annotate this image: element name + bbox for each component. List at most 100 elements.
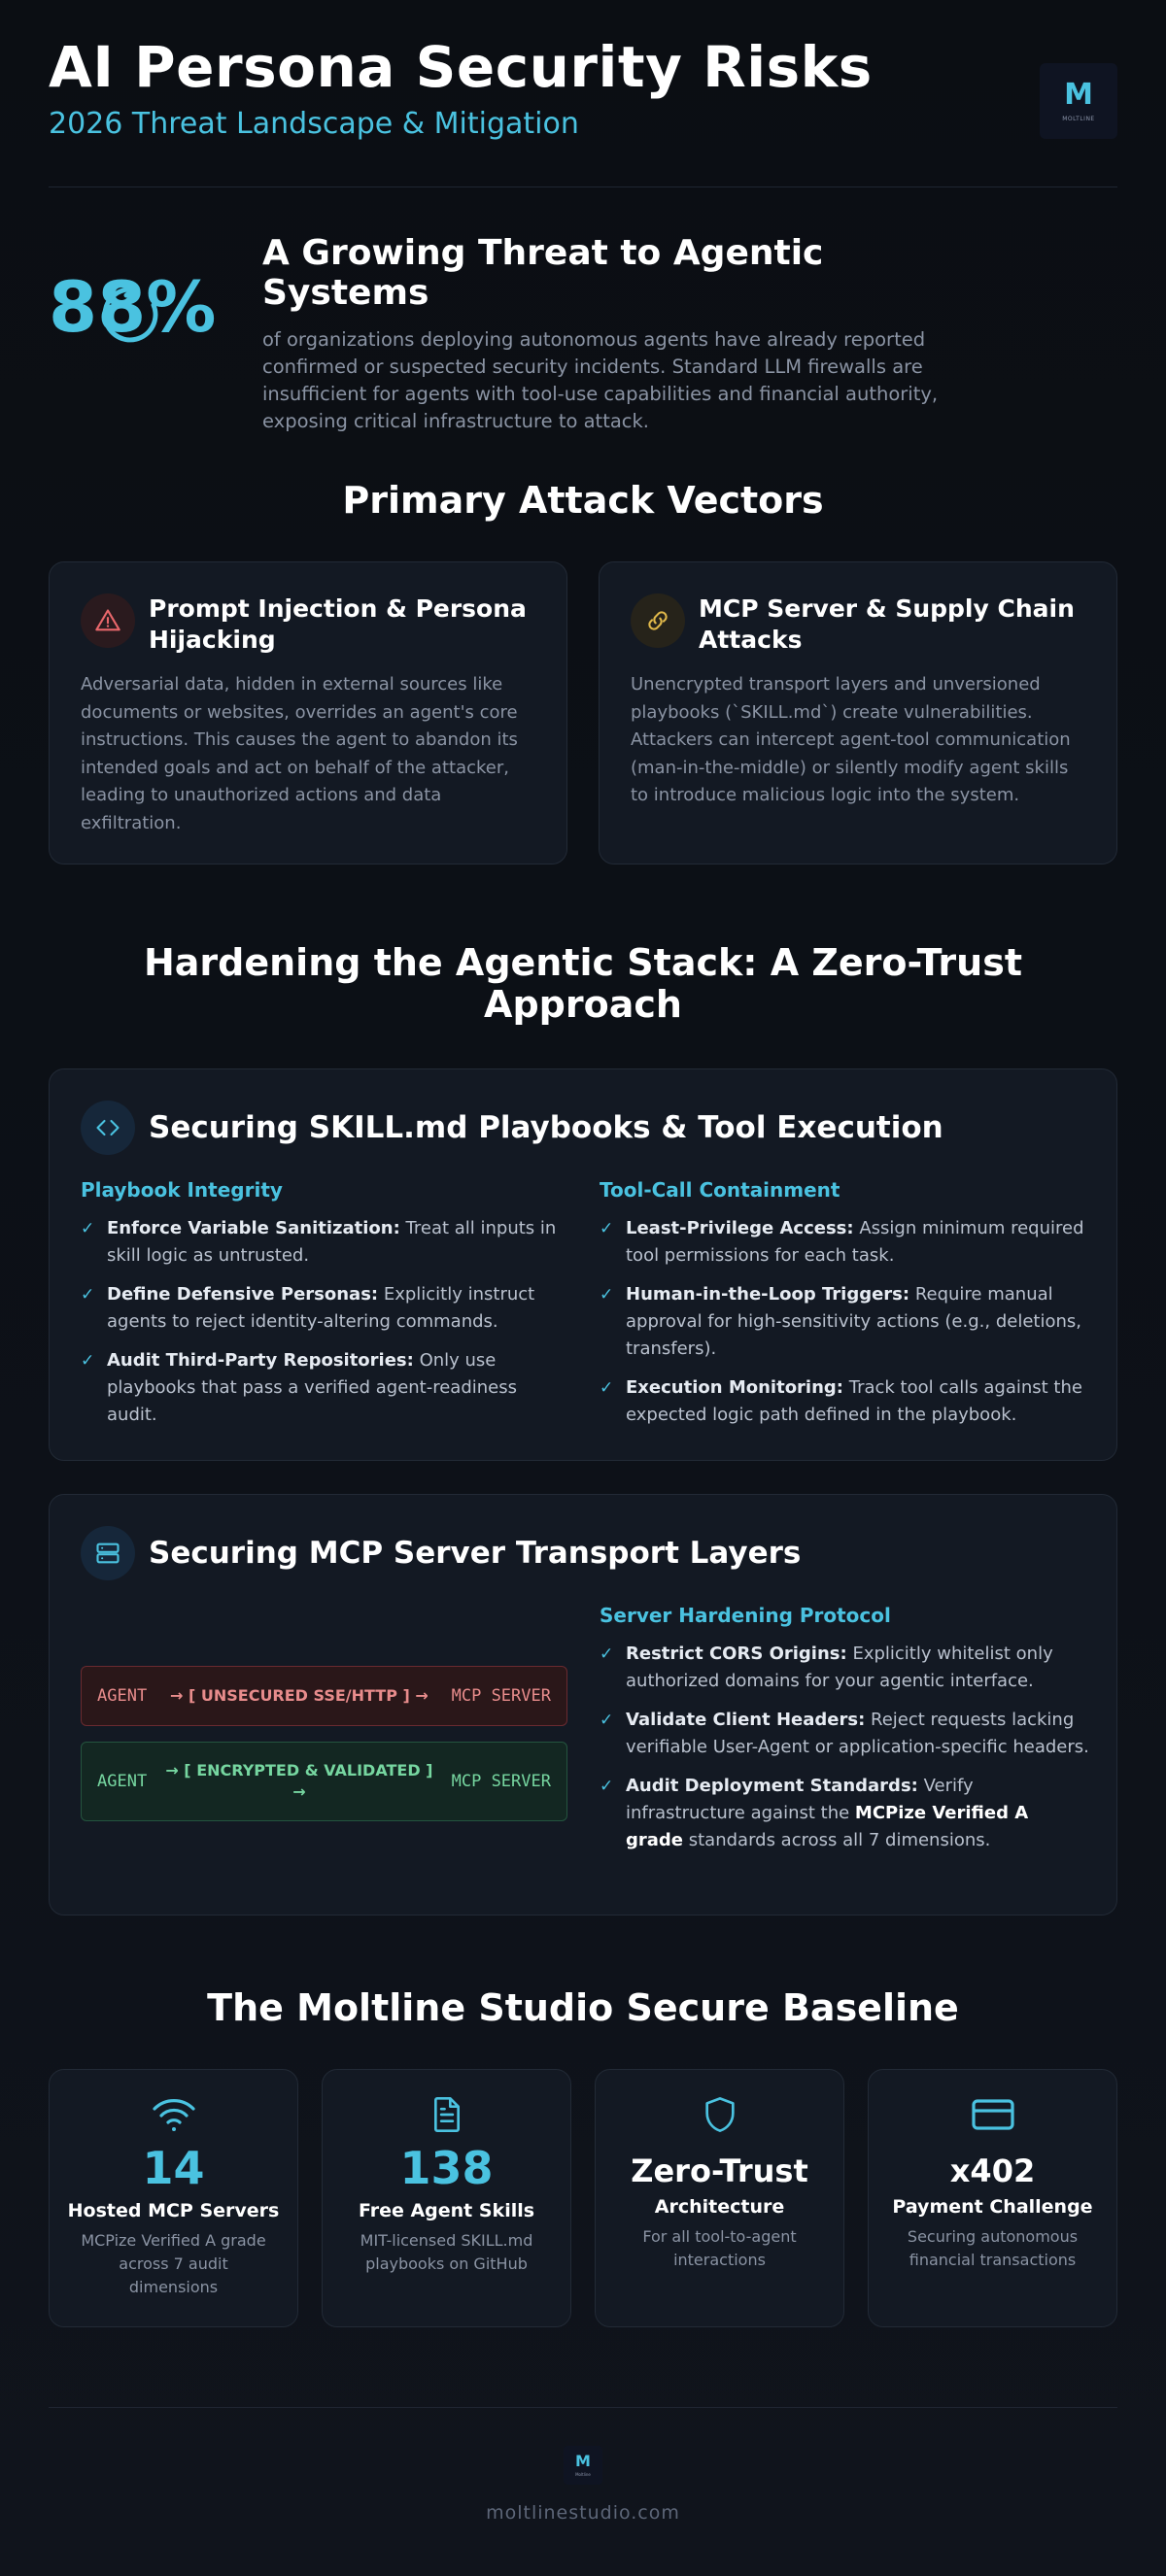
item-text: Require manual approval for high-sensiti… xyxy=(626,1284,1081,1359)
item-text: Assign minimum required tool permissions… xyxy=(626,1218,1084,1266)
vector-card-header: MCP Server & Supply Chain Attacks xyxy=(631,593,1085,656)
baseline-card-architecture: Zero-Trust Architecture For all tool-to-… xyxy=(595,2069,844,2327)
check-icon: ✓ xyxy=(81,1351,95,1371)
attack-vectors-heading: Primary Attack Vectors xyxy=(342,479,824,522)
page-title: AI Persona Security Risks xyxy=(49,34,873,100)
page-subtitle: 2026 Threat Landscape & Mitigation xyxy=(49,107,579,141)
item-bold: Execution Monitoring: xyxy=(626,1377,843,1398)
playbooks-header: Securing SKILL.md Playbooks & Tool Execu… xyxy=(81,1101,1085,1155)
footer-logo: M Moltline xyxy=(564,2446,602,2485)
server-hardening-column: Server Hardening Protocol ✓ Restrict CORS… xyxy=(600,1604,1090,1866)
header: AI Persona Security Risks 2026 Threat La… xyxy=(49,39,1117,155)
item-bold: Restrict CORS Origins: xyxy=(626,1644,847,1664)
server-icon xyxy=(81,1526,135,1580)
footer-logo-letter: M xyxy=(575,2452,591,2470)
item-bold: Enforce Variable Sanitization: xyxy=(107,1218,400,1238)
playbook-integrity-column: Playbook Integrity ✓ Enforce Variable San… xyxy=(81,1178,571,1441)
baseline-card-mcp-servers: 14 Hosted MCP Servers MCPize Verified A … xyxy=(49,2069,298,2327)
credit-card-icon xyxy=(971,2099,1014,2130)
flow-agent-label: AGENT xyxy=(97,1772,148,1791)
check-icon: ✓ xyxy=(81,1219,95,1238)
baseline-label: Architecture xyxy=(654,2196,785,2218)
document-icon xyxy=(433,2097,460,2132)
flow-channel-label: → [ ENCRYPTED & VALIDATED ] → xyxy=(165,1760,432,1803)
flow-channel-arrow: → xyxy=(292,1782,306,1801)
intro-section: 88% A Growing Threat to Agentic Systems … xyxy=(49,233,1117,432)
item-text: Verify infrastructure against the xyxy=(626,1776,974,1823)
list-item: ✓Enforce Variable Sanitization: Treat al… xyxy=(81,1215,571,1270)
footer-divider xyxy=(49,2407,1117,2408)
secured-flow-diagram: AGENT → [ ENCRYPTED & VALIDATED ] → MCP … xyxy=(81,1742,567,1821)
vector-card-prompt-injection: Prompt Injection & Persona Hijacking Adv… xyxy=(49,561,567,864)
transport-card: Securing MCP Server Transport Layers AGE… xyxy=(49,1494,1117,1915)
list-item: ✓ Validate Client Headers: Reject request… xyxy=(600,1707,1090,1761)
check-icon: ✓ xyxy=(81,1285,95,1305)
baseline-card-payment: x402 Payment Challenge Securing autonomo… xyxy=(868,2069,1117,2327)
vector-card-header: Prompt Injection & Persona Hijacking xyxy=(81,593,535,656)
intro-title: A Growing Threat to Agentic Systems xyxy=(262,233,824,313)
item-text: Explicitly whitelist only authorized dom… xyxy=(626,1644,1053,1691)
baseline-label: Payment Challenge xyxy=(892,2196,1093,2218)
baseline-value: 138 xyxy=(399,2142,494,2194)
column-title: Playbook Integrity xyxy=(81,1178,283,1202)
list-item: ✓ Define Defensive Personas: Explicitly i… xyxy=(81,1281,571,1336)
refresh-circle-icon xyxy=(102,281,158,343)
check-list: ✓ Least-Privilege Access: Assign minimum … xyxy=(600,1215,1090,1429)
baseline-description: For all tool-to-agent interactions xyxy=(642,2227,797,2269)
item-text: Reject requests lacking verifiable User-… xyxy=(626,1710,1089,1757)
logo-wordmark: MOLTLINE xyxy=(1062,115,1095,122)
item-bold: Human-in-the-Loop Triggers: xyxy=(626,1284,910,1305)
column-title: Tool-Call Containment xyxy=(600,1178,840,1202)
check-icon: ✓ xyxy=(600,1285,614,1305)
baseline-card-agent-skills: 138 Free Agent Skills MIT-licensed SKILL… xyxy=(322,2069,571,2327)
list-item: ✓ Human-in-the-Loop Triggers: Require man… xyxy=(600,1281,1090,1363)
baseline-label: Hosted MCP Servers xyxy=(67,2200,280,2221)
hardening-heading: Hardening the Agentic Stack: A Zero-Trus… xyxy=(143,941,1023,1026)
item-bold: Define Defensive Personas: xyxy=(107,1284,379,1305)
unsecured-flow-diagram: AGENT → [ UNSECURED SSE/HTTP ] → MCP SER… xyxy=(81,1666,567,1726)
item-text: Explicitly instruct agents to reject ide… xyxy=(107,1284,535,1332)
intro-text: A Growing Threat to Agentic Systems of o… xyxy=(262,233,1001,435)
list-item: ✓ Execution Monitoring: Track tool calls … xyxy=(600,1374,1090,1429)
item-text: Only use playbooks that pass a verified … xyxy=(107,1350,517,1425)
chain-link-icon xyxy=(631,593,685,648)
shield-icon xyxy=(704,2097,735,2132)
vector-card-mcp-supply-chain: MCP Server & Supply Chain Attacks Unencr… xyxy=(599,561,1117,864)
vector-body: Unencrypted transport layers and unversi… xyxy=(631,674,1071,805)
item-bold: Least-Privilege Access: xyxy=(626,1218,854,1238)
playbooks-title: Securing SKILL.md Playbooks & Tool Execu… xyxy=(149,1110,943,1145)
logo-letter: M xyxy=(1064,77,1093,112)
check-icon: ✓ xyxy=(600,1777,614,1796)
check-icon: ✓ xyxy=(600,1711,614,1730)
list-item: ✓ Least-Privilege Access: Assign minimum … xyxy=(600,1215,1090,1270)
item-text: standards across all 7 dimensions. xyxy=(683,1830,991,1850)
check-icon: ✓ xyxy=(600,1219,614,1238)
flow-agent-label: AGENT xyxy=(97,1686,148,1706)
item-bold: Audit Third-Party Repositories: xyxy=(107,1350,414,1371)
intro-body: of organizations deploying autonomous ag… xyxy=(262,328,939,432)
flow-server-label: MCP SERVER xyxy=(451,1686,551,1706)
code-brackets-icon xyxy=(81,1101,135,1155)
footer-logo-wordmark: Moltline xyxy=(575,2472,591,2477)
baseline-description: MIT-licensed SKILL.md playbooks on GitHu… xyxy=(360,2231,533,2273)
baseline-value: 14 xyxy=(142,2142,205,2194)
transport-header: Securing MCP Server Transport Layers xyxy=(81,1526,1085,1580)
item-bold: Validate Client Headers: xyxy=(626,1710,866,1730)
item-bold: Audit Deployment Standards: xyxy=(626,1776,918,1796)
baseline-description: Securing autonomous financial transactio… xyxy=(907,2227,1079,2269)
baseline-heading: The Moltline Studio Secure Baseline xyxy=(207,1986,959,2029)
column-title: Server Hardening Protocol xyxy=(600,1604,891,1627)
item-text: Track tool calls against the expected lo… xyxy=(626,1377,1082,1425)
vector-body: Adversarial data, hidden in external sou… xyxy=(81,674,518,833)
flow-channel-line: → [ ENCRYPTED & VALIDATED ] xyxy=(165,1761,433,1779)
playbooks-card: Securing SKILL.md Playbooks & Tool Execu… xyxy=(49,1068,1117,1461)
vector-title: MCP Server & Supply Chain Attacks xyxy=(699,594,1075,654)
tool-call-containment-column: Tool-Call Containment ✓ Least-Privilege A… xyxy=(600,1178,1090,1441)
baseline-value: Zero-Trust xyxy=(631,2152,808,2189)
baseline-label: Free Agent Skills xyxy=(358,2200,535,2221)
vector-title: Prompt Injection & Persona Hijacking xyxy=(149,594,527,654)
check-icon: ✓ xyxy=(600,1644,614,1664)
flow-channel-label: → [ UNSECURED SSE/HTTP ] → xyxy=(170,1686,429,1705)
check-icon: ✓ xyxy=(600,1378,614,1398)
footer-url[interactable]: moltlinestudio.com xyxy=(486,2502,680,2524)
